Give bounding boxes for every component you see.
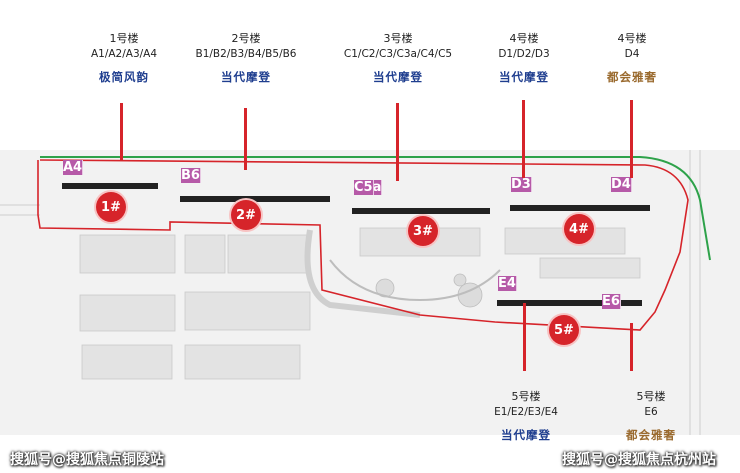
watermark-right: 搜狐号@搜狐焦点杭州站: [562, 452, 716, 468]
callout-building-3: 3号楼 C1/C2/C3/C3a/C4/C5 当代摩登: [338, 32, 458, 86]
callout-title: 4号楼: [509, 32, 539, 45]
callout-building-4b: 4号楼 D4 都会雅奢: [572, 32, 692, 86]
watermark-left: 搜狐号@搜狐焦点铜陵站: [10, 452, 164, 468]
leader-line-3: [396, 103, 399, 181]
leader-line-4b: [630, 100, 633, 178]
callout-style: 都会雅奢: [626, 428, 676, 442]
callout-building-5b: 5号楼 E6 都会雅奢: [591, 390, 711, 444]
callout-style: 当代摩登: [221, 70, 271, 84]
building-3-units: C1C2C3C3aC4C5: [354, 180, 489, 210]
callout-building-1: 1号楼 A1/A2/A3/A4 极简风韵: [64, 32, 184, 86]
building-marker-1: 1#: [96, 192, 126, 222]
callout-style: 都会雅奢: [607, 70, 657, 84]
callout-building-4a: 4号楼 D1/D2/D3 当代摩登: [464, 32, 584, 86]
unit-e6: E6: [602, 294, 621, 309]
callout-building-5a: 5号楼 E1/E2/E3/E4 当代摩登: [466, 390, 586, 444]
callout-building-2: 2号楼 B1/B2/B3/B4/B5/B6 当代摩登: [186, 32, 306, 86]
callout-title: 1号楼: [109, 32, 139, 45]
building-marker-5: 5#: [549, 315, 579, 345]
callout-style: 当代摩登: [501, 428, 551, 442]
callout-style: 当代摩登: [499, 70, 549, 84]
unit-c5: C5: [354, 180, 374, 195]
unit-d3: D3: [511, 177, 532, 192]
callout-title: 4号楼: [617, 32, 647, 45]
callout-units: A1/A2/A3/A4: [90, 48, 158, 60]
building-marker-3: 3#: [408, 216, 438, 246]
building-5b-units: E6: [602, 294, 644, 324]
unit-a4: A4: [63, 160, 84, 175]
building-4a-units: D1D2D3: [511, 177, 609, 207]
unit-b6: B6: [181, 168, 201, 183]
callout-style: 极简风韵: [99, 70, 149, 84]
callout-title: 2号楼: [231, 32, 261, 45]
callout-units: E1/E2/E3/E4: [494, 406, 558, 418]
building-5a-units: E1E2E3E4: [498, 276, 602, 304]
building-2-units: B1B2B3B4B5B6: [181, 168, 329, 196]
callout-units: E6: [644, 406, 658, 418]
building-marker-4: 4#: [564, 214, 594, 244]
callout-units: D4: [624, 48, 640, 60]
callout-title: 5号楼: [511, 390, 541, 403]
building-marker-2: 2#: [231, 200, 261, 230]
building-4b-units: D4: [611, 177, 649, 207]
leader-line-5a: [523, 303, 526, 371]
leader-line-5b: [630, 323, 633, 371]
leader-line-2: [244, 108, 247, 170]
callout-units: B1/B2/B3/B4/B5/B6: [195, 48, 297, 60]
callout-title: 3号楼: [383, 32, 413, 45]
unit-d4: D4: [611, 177, 632, 192]
callout-units: C1/C2/C3/C3a/C4/C5: [343, 48, 453, 60]
unit-e4: E4: [498, 276, 517, 291]
leader-line-1: [120, 103, 123, 161]
callout-title: 5号楼: [636, 390, 666, 403]
callout-style: 当代摩登: [373, 70, 423, 84]
building-1-units: A1A2A3A4: [63, 160, 158, 184]
leader-line-4a: [522, 100, 525, 178]
callout-units: D1/D2/D3: [498, 48, 550, 60]
